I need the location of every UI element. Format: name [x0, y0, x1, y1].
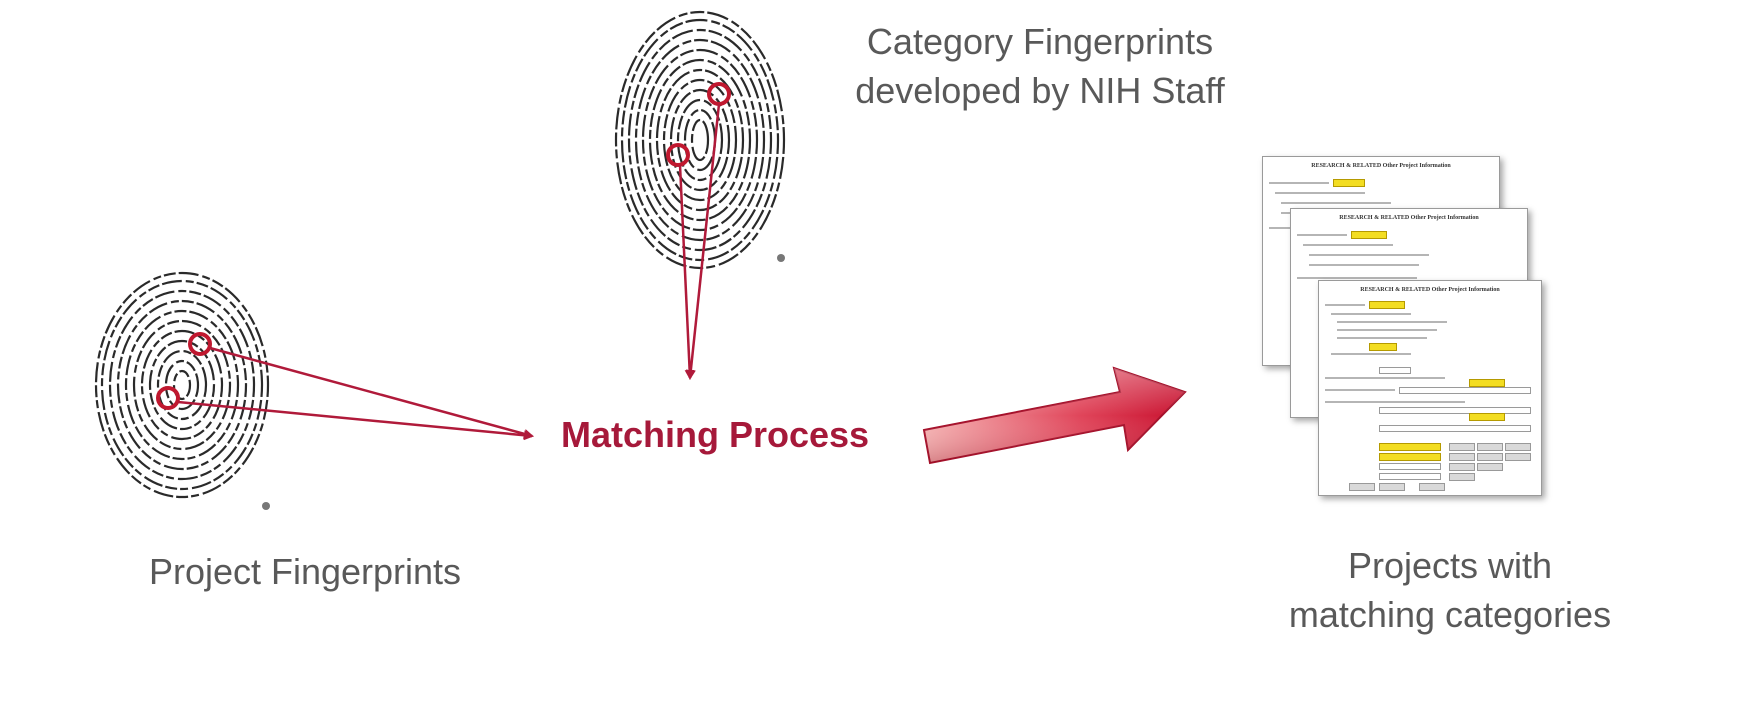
- document-form-icon: RESEARCH & RELATED Other Project Informa…: [1318, 280, 1542, 496]
- form-title: RESEARCH & RELATED Other Project Informa…: [1360, 287, 1500, 293]
- category-fingerprints-label: Category Fingerprints developed by NIH S…: [855, 21, 1225, 111]
- matching-process-label: Matching Process: [560, 414, 870, 455]
- fingerprint-stamp-icon: [262, 502, 270, 510]
- match-arrow: [209, 346, 534, 439]
- form-title: RESEARCH & RELATED Other Project Informa…: [1339, 215, 1479, 221]
- project-fingerprints-label: Project Fingerprints: [148, 551, 462, 592]
- match-arrow: [685, 103, 721, 380]
- form-title: RESEARCH & RELATED Other Project Informa…: [1311, 163, 1451, 169]
- result-arrow: [922, 366, 1187, 465]
- project-fingerprint-icon: [94, 271, 270, 499]
- category-fingerprint-icon: [614, 10, 786, 270]
- match-arrow: [177, 400, 534, 441]
- feature-marker: [156, 386, 180, 410]
- matching-projects-label: Projects with matching categories: [1288, 545, 1612, 635]
- match-arrow: [678, 164, 695, 380]
- feature-marker: [666, 143, 690, 167]
- fingerprint-stamp-icon: [777, 254, 785, 262]
- feature-marker: [188, 332, 212, 356]
